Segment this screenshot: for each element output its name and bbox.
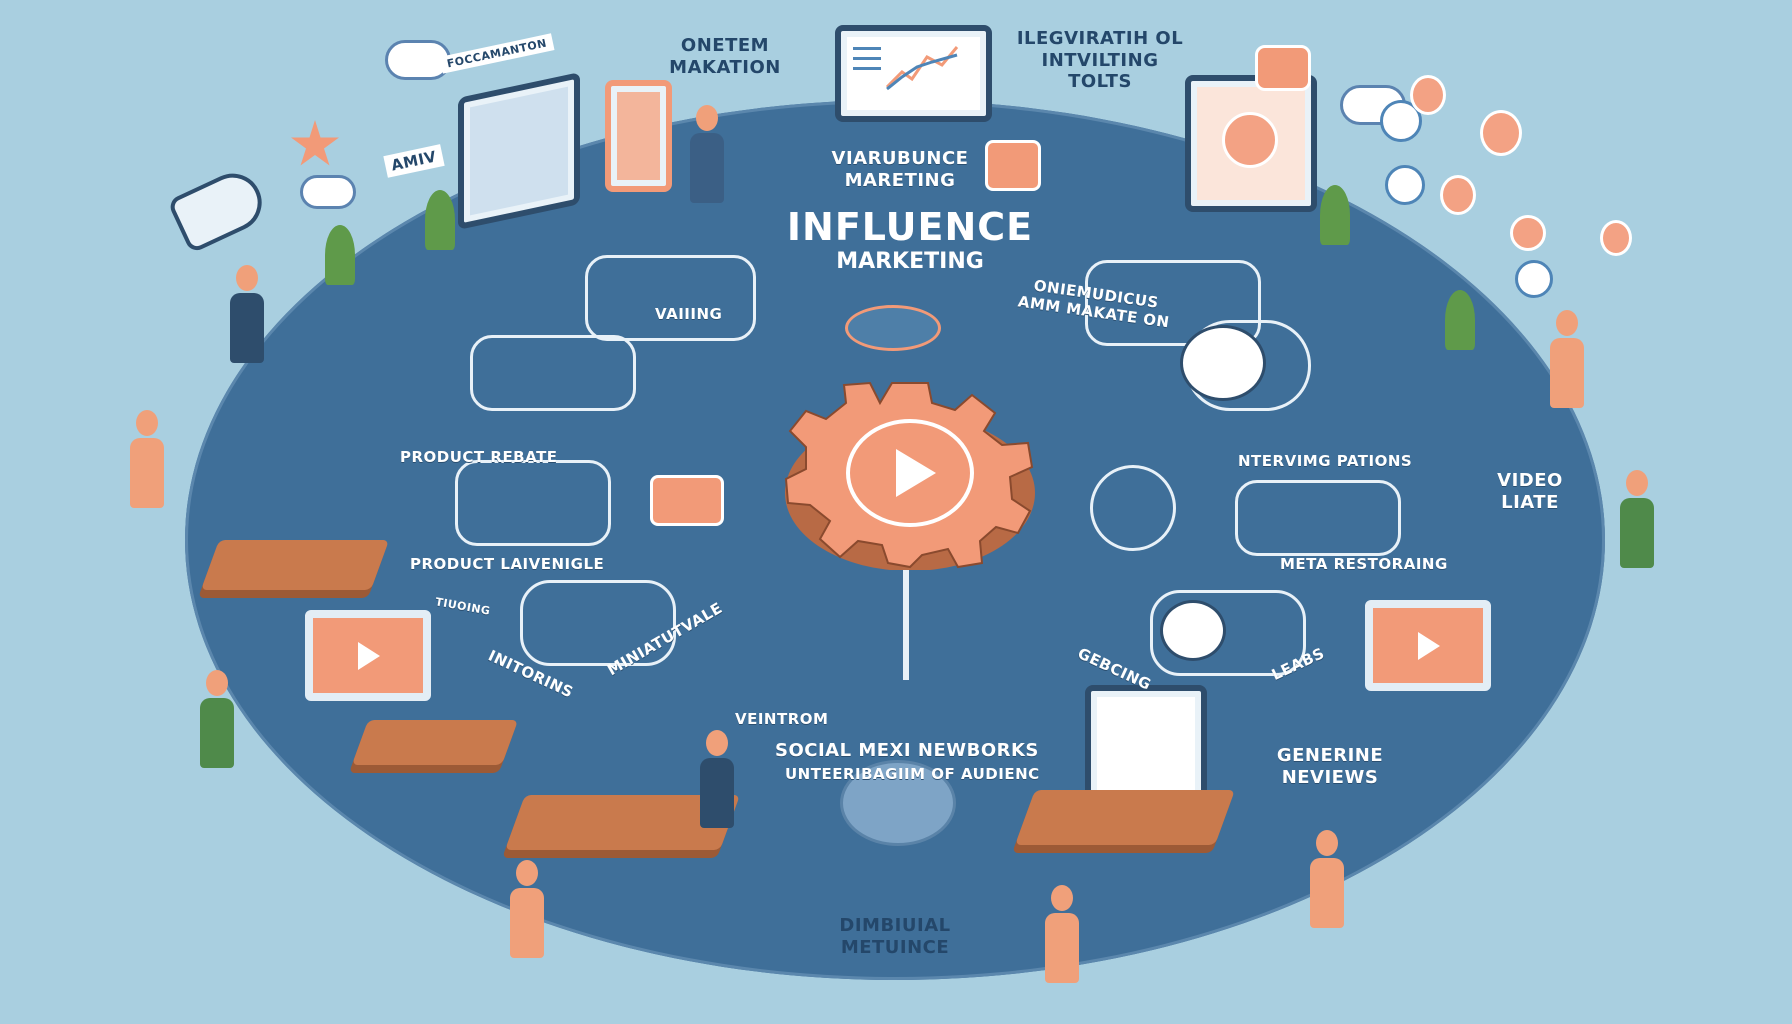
mail-icon [985, 140, 1041, 191]
flow-box [520, 580, 676, 666]
desk [1014, 790, 1236, 845]
laptop-video-icon [1365, 600, 1491, 691]
page-title: INFLUENCE MARKETING [760, 205, 1060, 274]
plant-icon [1445, 290, 1475, 350]
label-meta-restoraing: META RESTORAING [1280, 555, 1448, 573]
label-dimbiuial: DIMBIUIAL METUINCE [839, 915, 951, 958]
star-icon [291, 120, 339, 166]
cloud-icon [300, 175, 356, 209]
social-icon [1410, 75, 1446, 115]
target-icon [1180, 325, 1266, 401]
flow-box [585, 255, 756, 341]
title-sub: MARKETING [836, 249, 984, 274]
person [1620, 470, 1654, 568]
target-icon [845, 305, 941, 351]
plant-icon [1320, 185, 1350, 245]
social-icon [1480, 110, 1522, 156]
person [510, 860, 544, 958]
flow-box [470, 335, 636, 411]
settings-wheel-icon [840, 760, 956, 846]
social-icon [1440, 175, 1476, 215]
flow-box [1150, 590, 1306, 676]
heart-icon [1160, 600, 1226, 661]
social-icon [1385, 165, 1425, 205]
person [1045, 885, 1079, 983]
label-audience: UNTEERIBAGIIM OF AUDIENC [785, 765, 1040, 783]
mail-icon [650, 475, 724, 526]
label-viarubunce: VIARUBUNCE MARETING [831, 148, 969, 191]
monitor-icon [458, 72, 580, 230]
label-generine-nevews: GENERINE NEVIEWS [1276, 745, 1384, 788]
label-social-networks: SOCIAL MEXI NEWBORKS [775, 740, 1039, 761]
monitor-icon [1185, 75, 1317, 212]
social-icon [1510, 215, 1546, 251]
label-ilegviratih: ILEGVIRATIH OL INTVILTING TOLTS [1016, 28, 1184, 93]
small-label: AMIV [383, 144, 445, 178]
flow-box [1090, 465, 1176, 551]
desk [200, 540, 390, 590]
social-icon [1600, 220, 1632, 256]
person [1310, 830, 1344, 928]
title-main: INFLUENCE [786, 205, 1034, 249]
plant-icon [325, 225, 355, 285]
connector-line [903, 560, 909, 680]
play-bubble-icon [1255, 45, 1311, 91]
chart-monitor-icon [835, 25, 992, 122]
banner-label: FOCCAMANTON [439, 33, 555, 74]
monitor-icon [1085, 685, 1207, 802]
label-veintrom: VEINTROM [735, 710, 829, 728]
laptop-video-icon [305, 610, 431, 701]
flow-box [455, 460, 611, 546]
label-onetem: ONETEM MAKATION [669, 35, 781, 78]
megaphone-icon [166, 164, 272, 254]
label-intervimg-pations: NTERVIMG PATIONS [1238, 452, 1413, 470]
gear-play-icon [784, 381, 1035, 570]
person [1550, 310, 1584, 408]
desk [351, 720, 519, 765]
person [700, 730, 734, 828]
label-product-laivenigle: PRODUCT LAIVENIGLE [410, 555, 605, 573]
person [130, 410, 164, 508]
person [200, 670, 234, 768]
flow-box [1235, 480, 1401, 556]
tablet-icon [605, 80, 672, 192]
label-product-rebate: PRODUCT REBATE [400, 448, 558, 466]
person [690, 105, 724, 203]
label-video-liate: VIDEO LIATE [1497, 470, 1563, 513]
flow-box [1085, 260, 1261, 346]
label-vaiiing: VAIIING [655, 305, 723, 323]
plant-icon [425, 190, 455, 250]
magnifier-icon [1515, 260, 1553, 298]
person [230, 265, 264, 363]
